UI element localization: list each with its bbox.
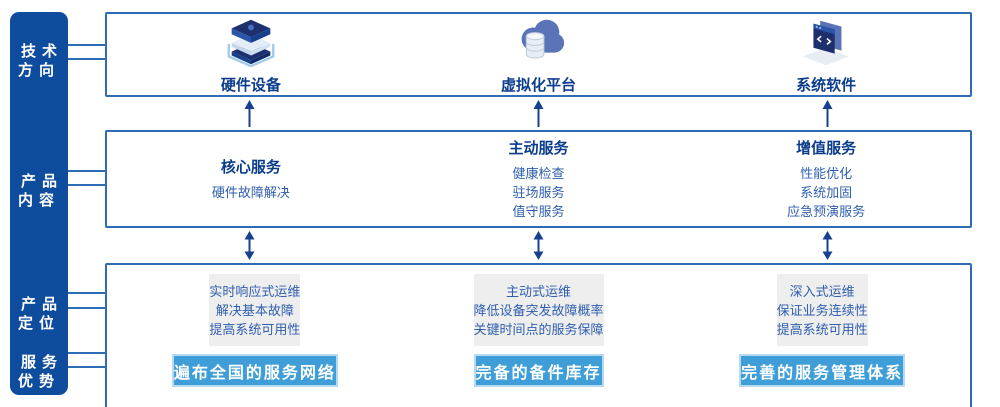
service-heading: 核心服务 [220,159,281,176]
sidebar-label-tech-direction: 技术 方向 [17,43,63,79]
position-column-realtime: 实时响应式运维 解决基本故障 提高系统可用性 遍布全国的服务网络 [120,274,390,402]
advantage-bar: 完备的备件库存 [473,354,604,387]
connector-line [68,366,105,368]
position-column-indepth: 深入式运维 保证业务连续性 提高系统可用性 完善的服务管理体系 [687,274,957,402]
software-window-icon [797,15,855,72]
sidebar-label-product-position: 产品 定位 [17,296,63,332]
tech-direction-box: 硬件设备 虚拟化平台 [105,12,972,97]
service-column-value-added: 增值服务 性能优化 系统加固 应急预演服务 [682,132,970,226]
server-stack-icon [222,15,280,72]
connector-line [68,307,105,309]
arrow-row-top [105,99,972,128]
up-arrow-icon [105,99,394,128]
connector-line [68,58,105,60]
position-column-proactive: 主动式运维 降低设备突发故障概率 关键时间点的服务保障 完备的备件库存 [404,274,674,402]
double-arrow-icon [394,230,683,261]
service-items: 性能优化 系统加固 应急预演服务 [787,166,866,219]
double-arrow-icon [105,230,394,261]
up-arrow-icon [394,99,683,128]
tech-label-software: 系统软件 [796,76,857,94]
connector-line [68,184,105,186]
tech-item-virtualization: 虚拟化平台 [395,14,683,95]
connector-line [68,292,105,294]
position-description: 主动式运维 降低设备突发故障概率 关键时间点的服务保障 [473,274,604,346]
service-column-proactive: 主动服务 健康检查 驻场服务 值守服务 [395,132,683,226]
service-heading: 增值服务 [796,140,857,157]
connector-line [68,352,105,354]
service-items: 硬件故障解决 [211,185,290,200]
service-items: 健康检查 驻场服务 值守服务 [512,166,565,219]
position-description: 深入式运维 保证业务连续性 提高系统可用性 [776,274,868,346]
tech-item-software: 系统软件 [682,14,970,95]
category-sidebar: 技术 方向 产品 内容 产品 定位 服务 优势 [10,12,68,395]
tech-label-hardware: 硬件设备 [220,76,281,94]
advantage-bar: 完善的服务管理体系 [739,354,906,387]
double-arrow-icon [683,230,972,261]
tech-label-virtualization: 虚拟化平台 [501,76,577,94]
position-description: 实时响应式运维 解决基本故障 提高系统可用性 [209,274,301,346]
arrow-row-bottom [105,230,972,261]
connector-line [68,44,105,46]
connector-line [68,170,105,172]
product-content-box: 核心服务 硬件故障解决 主动服务 健康检查 驻场服务 值守服务 增值服务 性能优… [105,130,972,228]
product-position-box: 实时响应式运维 解决基本故障 提高系统可用性 遍布全国的服务网络 主动式运维 降… [105,263,972,407]
advantage-bar: 遍布全国的服务网络 [171,354,338,387]
service-heading: 主动服务 [508,140,569,157]
up-arrow-icon [683,99,972,128]
tech-item-hardware: 硬件设备 [107,14,395,95]
cloud-database-icon [510,15,568,72]
sidebar-label-product-content: 产品 内容 [17,173,63,209]
sidebar-label-service-advantage: 服务 优势 [17,354,63,390]
service-column-core: 核心服务 硬件故障解决 [107,132,395,226]
